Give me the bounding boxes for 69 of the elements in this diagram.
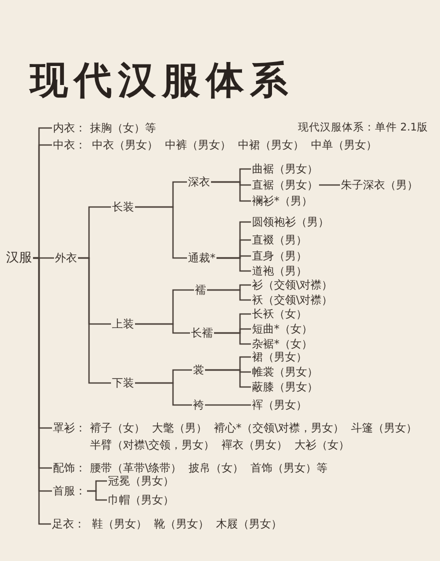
leaf-label: 道袍（男）: [251, 264, 308, 278]
branch-label: 首服：: [52, 484, 87, 498]
branch-label: 长襦: [190, 326, 214, 340]
connector-line: [216, 257, 251, 272]
item-label: 中裙（男女）: [238, 138, 304, 152]
item-label: 大氅（男）: [152, 422, 207, 434]
leaf-label: 长袄（女）: [251, 308, 308, 320]
leaf-label: 衫（交领\对襟）: [251, 278, 334, 292]
root-label: 汉服: [5, 252, 33, 264]
item-label: 大衫（女）: [294, 438, 350, 452]
leaf-label: 冠冕（男女）: [107, 474, 175, 488]
leaf-label: 曲裾（男女）: [251, 162, 319, 176]
leaf-label: 帷裳（男女）: [251, 366, 319, 378]
branch-label: 上装: [111, 318, 135, 330]
leaf-label: 配饰：: [52, 462, 87, 474]
leaf-label: 直身（男）: [251, 250, 308, 262]
leaf-label: 圆领袍衫（男）: [251, 216, 330, 228]
item-label: 半臂（对襟\交领，男女）: [90, 438, 215, 452]
item-label: 靴（男女）: [154, 518, 209, 530]
leaf-label: 裈（男女）: [251, 398, 308, 412]
branch-label: 外衣: [54, 252, 78, 264]
item-label: 木屐（男女）: [216, 518, 282, 530]
connector-line: [87, 490, 107, 501]
leaf-label: 巾帽（男女）: [107, 494, 175, 506]
connector-line: [135, 206, 187, 259]
leaf-label: 襕衫*（男）: [251, 194, 314, 208]
item-label: 中单（男女）: [311, 138, 377, 152]
item-label: 鞋（男女）: [92, 518, 147, 530]
branch-label: 长装: [111, 200, 135, 214]
branch-label: 袴: [192, 398, 205, 412]
branch-label: 深衣: [187, 176, 211, 188]
connector-line: [211, 181, 251, 202]
connector-line: [207, 289, 251, 301]
connector-line: [205, 404, 251, 406]
branch-label: 襦: [194, 284, 207, 296]
item-label: 中衣（男女）: [92, 138, 158, 152]
title: 现代汉服体系: [30, 56, 294, 104]
item-label: 腰带（革带\绦带）: [90, 462, 182, 474]
branch-label: 下装: [111, 376, 135, 390]
leaf-label: 内衣：: [52, 122, 87, 134]
item-label: 斗篷（男女）: [351, 422, 418, 434]
connector-line: [78, 257, 111, 384]
connector-line: [135, 382, 192, 406]
connector-line: [205, 369, 251, 388]
leaf-label: 短曲*（女）: [251, 322, 314, 336]
leaf-label: 罩衫：: [52, 422, 87, 434]
item-label: 披帛（女）: [188, 462, 244, 474]
item-label: 首饰（男女）等: [250, 462, 328, 474]
connector-line: [33, 257, 51, 525]
branch-label: 通裁*: [187, 252, 216, 264]
leaf-label: 蔽膝（男女）: [251, 380, 319, 394]
item-label: 褙子（女）: [90, 422, 145, 434]
connector-line: [214, 332, 251, 345]
item-label: 抹胸（女）等: [90, 122, 156, 134]
item-label: 襌衣（男女）: [222, 438, 288, 452]
leaf-label: 中衣：: [52, 138, 87, 152]
connector-line: [135, 323, 190, 334]
connector-line: [319, 184, 340, 186]
leaf-label: 裙（男女）: [251, 350, 308, 364]
item-label: 褙心*（交领\对襟，男女）: [214, 422, 344, 434]
leaf-label: 袄（交领\对襟）: [251, 294, 334, 306]
version-note: 现代汉服体系：单件 2.1版: [298, 122, 428, 134]
branch-label: 裳: [192, 364, 205, 376]
leaf-label: 足衣：: [51, 518, 86, 530]
item-label: 中裤（男女）: [165, 138, 231, 152]
leaf-label: 朱子深衣（男）: [340, 178, 419, 192]
leaf-label: 杂裾*（女）: [251, 338, 314, 350]
leaf-label: 直裰（男）: [251, 234, 308, 246]
branch-label: 直裾（男女）: [251, 178, 319, 192]
